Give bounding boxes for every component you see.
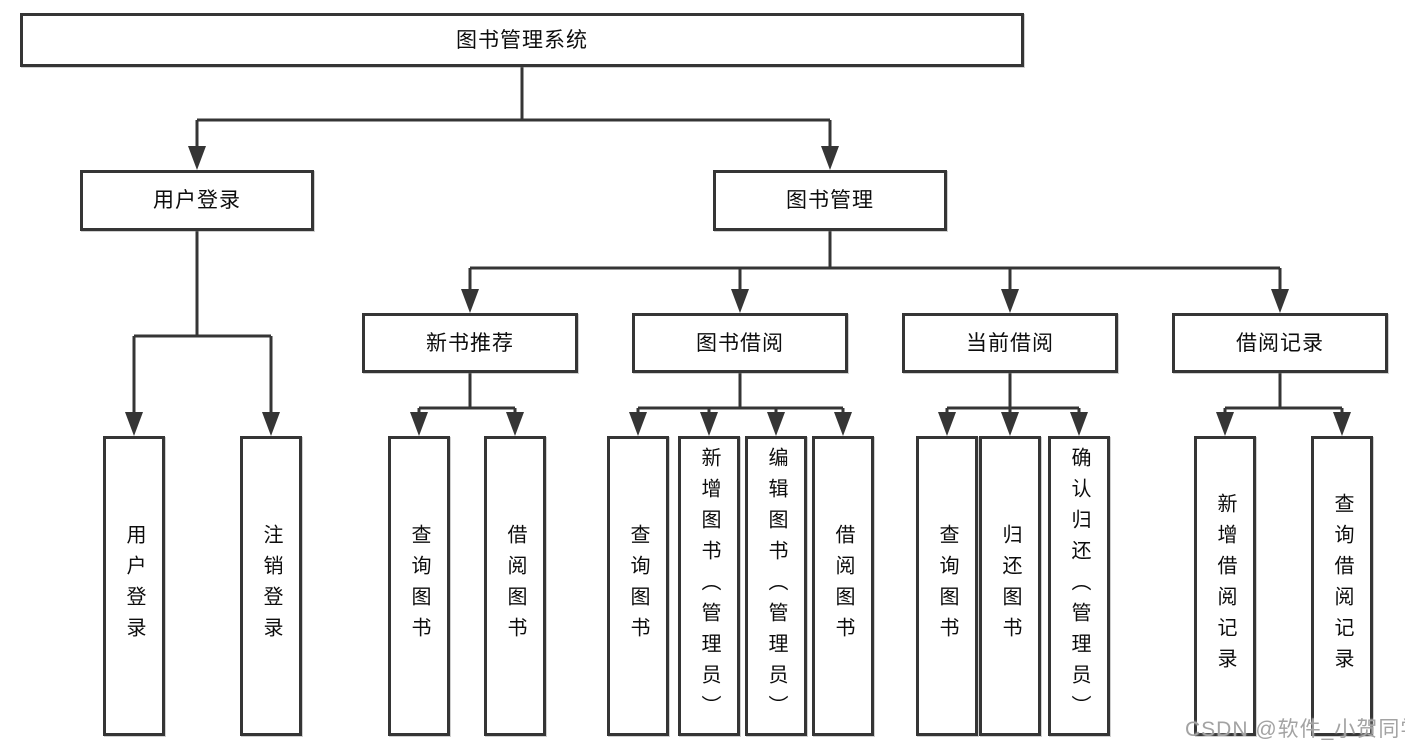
node-borrow-record-label: 借阅记录 xyxy=(1236,331,1324,355)
node-logout-action: 注销登录 xyxy=(240,436,302,736)
node-borrow-record: 借阅记录 xyxy=(1172,313,1388,373)
node-book-management: 图书管理 xyxy=(713,170,947,231)
node-book-borrow-label: 图书借阅 xyxy=(696,331,784,355)
node-edit-books-admin: 编辑图书（管理员） xyxy=(745,436,807,736)
node-query-books-1-label: 查询图书 xyxy=(408,524,430,648)
node-borrow-books-1-label: 借阅图书 xyxy=(504,524,526,648)
node-book-management-label: 图书管理 xyxy=(786,189,874,212)
node-new-book-recommend: 新书推荐 xyxy=(362,313,578,373)
node-user-login-action: 用户登录 xyxy=(103,436,165,736)
node-confirm-return-admin: 确认归还（管理员） xyxy=(1048,436,1110,736)
node-borrow-books-2-label: 借阅图书 xyxy=(832,524,854,648)
node-return-books-label: 归还图书 xyxy=(999,524,1021,648)
node-add-borrow-record: 新增借阅记录 xyxy=(1194,436,1256,736)
watermark: CSDN @软件_小贺同学 xyxy=(1185,718,1405,741)
node-query-books-3-label: 查询图书 xyxy=(936,524,958,648)
node-current-borrow: 当前借阅 xyxy=(902,313,1118,373)
node-confirm-return-admin-label: 确认归还（管理员） xyxy=(1068,446,1090,726)
node-query-books-1: 查询图书 xyxy=(388,436,450,736)
node-root: 图书管理系统 xyxy=(20,13,1024,67)
node-edit-books-admin-label: 编辑图书（管理员） xyxy=(765,446,787,726)
node-borrow-books-1: 借阅图书 xyxy=(484,436,546,736)
node-return-books: 归还图书 xyxy=(979,436,1041,736)
node-add-borrow-record-label: 新增借阅记录 xyxy=(1214,493,1236,679)
node-user-login-action-label: 用户登录 xyxy=(123,524,145,648)
node-new-book-recommend-label: 新书推荐 xyxy=(426,331,514,355)
node-logout-action-label: 注销登录 xyxy=(260,524,282,648)
node-add-books-admin-label: 新增图书（管理员） xyxy=(698,446,720,726)
node-query-books-2-label: 查询图书 xyxy=(627,524,649,648)
node-query-books-2: 查询图书 xyxy=(607,436,669,736)
node-user-login-label: 用户登录 xyxy=(153,189,241,212)
node-query-borrow-record: 查询借阅记录 xyxy=(1311,436,1373,736)
node-query-books-3: 查询图书 xyxy=(916,436,978,736)
arrowhead-group xyxy=(125,146,1351,436)
node-user-login: 用户登录 xyxy=(80,170,314,231)
node-query-borrow-record-label: 查询借阅记录 xyxy=(1331,493,1353,679)
node-borrow-books-2: 借阅图书 xyxy=(812,436,874,736)
node-book-borrow: 图书借阅 xyxy=(632,313,848,373)
node-root-label: 图书管理系统 xyxy=(456,28,588,52)
node-add-books-admin: 新增图书（管理员） xyxy=(678,436,740,736)
node-current-borrow-label: 当前借阅 xyxy=(966,331,1054,355)
